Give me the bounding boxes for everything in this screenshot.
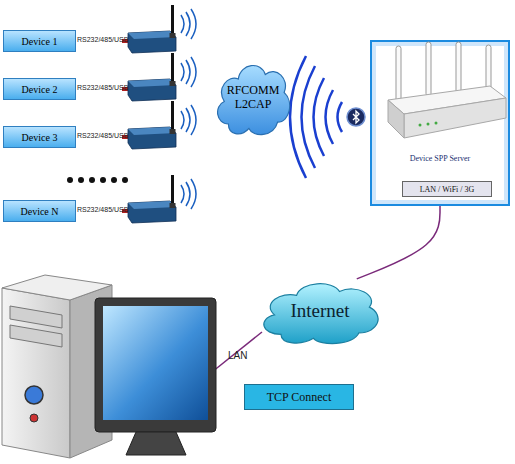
node-text: TCP Connect (267, 390, 332, 405)
node-text: Device 2 (22, 84, 58, 95)
device-box: Device 2 (3, 78, 76, 100)
bluetooth-adapter (122, 175, 196, 223)
wave-arc (314, 78, 325, 156)
wave-arc (302, 66, 316, 168)
dot (89, 177, 95, 183)
drive-bay (10, 325, 62, 347)
link-label: LAN (228, 350, 247, 361)
monitor-bezel (95, 298, 216, 432)
device-box: Device 1 (3, 30, 76, 52)
router-antenna (486, 45, 491, 97)
router-led (427, 123, 430, 126)
bluetooth-adapter (122, 5, 196, 53)
monitor-screen (103, 306, 208, 420)
router-front (404, 98, 506, 138)
device-box: Device 3 (3, 126, 76, 148)
device-box: Device N (3, 200, 76, 222)
radio-waves (290, 56, 342, 178)
wave-arc (290, 56, 306, 178)
dot (100, 177, 106, 183)
router-antenna (456, 42, 461, 94)
bluetooth-adapter (122, 53, 196, 101)
wave-arc (338, 102, 343, 132)
bluetooth-rune (353, 111, 359, 123)
router-led (419, 124, 422, 127)
lan-wire (212, 332, 262, 372)
server-panel: Device SPP ServerLAN / WiFi / 3G (370, 40, 510, 206)
protocol-cloud: RFCOMM L2CAP (212, 52, 294, 142)
node-text: Device N (20, 206, 58, 217)
tower-top (2, 275, 112, 300)
router-antenna (426, 42, 431, 96)
node-text: Internet (290, 300, 349, 322)
node-text: Device 1 (22, 36, 58, 47)
port-label: RS232/485/USB (77, 36, 128, 43)
network-link (357, 206, 440, 279)
reset-button (30, 414, 38, 422)
dot (78, 177, 84, 183)
node-text: Device 3 (22, 132, 58, 143)
port-label: RS232/485/USB (77, 206, 128, 213)
bluetooth-icon (347, 108, 365, 126)
port-label: RS232/485/USB (77, 84, 128, 91)
dot (67, 177, 73, 183)
node-text: RFCOMM L2CAP (223, 83, 283, 111)
router-led (435, 122, 438, 125)
router-side (388, 100, 404, 138)
monitor-stand (126, 432, 186, 455)
internet-cloud: Internet (255, 272, 385, 350)
ellipsis-dots (67, 177, 128, 183)
node-text: Device SPP Server (410, 154, 471, 163)
drive-bay (10, 306, 62, 328)
icon-circle (347, 108, 365, 126)
wifi-router (388, 42, 506, 138)
router-top (388, 86, 506, 114)
cloud-outline (264, 284, 378, 344)
dot (111, 177, 117, 183)
wave-arc (326, 90, 334, 144)
node-text: LAN / WiFi / 3G (420, 185, 475, 194)
tcp-box: TCP Connect (244, 384, 354, 410)
cloud-outline (218, 65, 290, 134)
tower-front (2, 288, 70, 458)
desktop-computer (2, 275, 216, 458)
power-button (25, 386, 43, 404)
port-label: RS232/485/USB (77, 132, 128, 139)
bluetooth-adapter (122, 101, 196, 149)
router-antenna (396, 46, 401, 102)
interface-box: LAN / WiFi / 3G (402, 181, 492, 197)
dot (122, 177, 128, 183)
